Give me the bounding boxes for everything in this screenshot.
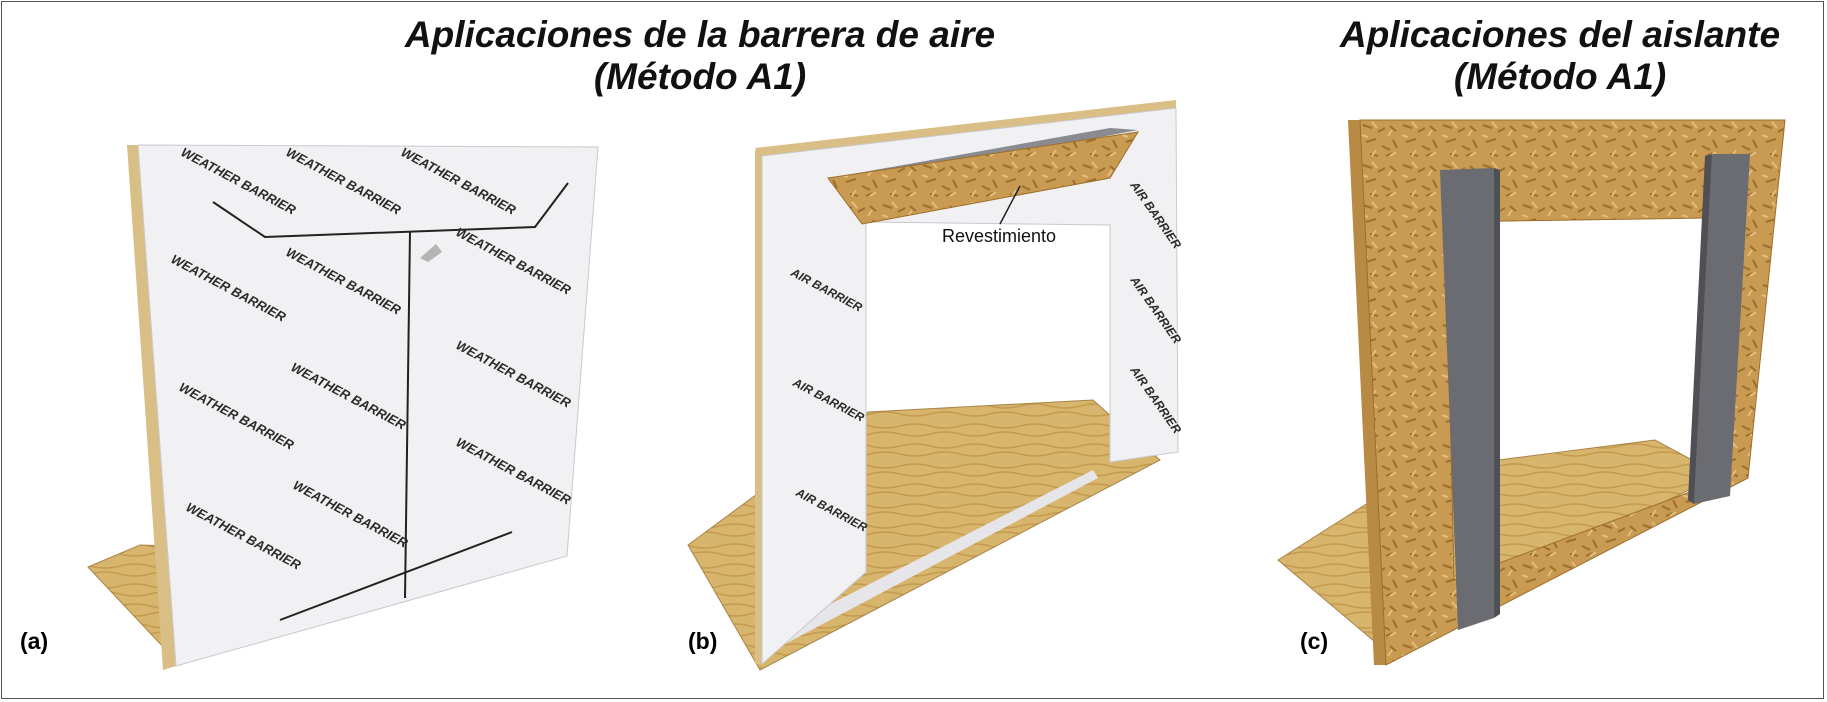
air-barrier-heading-line2: (Método A1) (593, 56, 807, 97)
panel-a-seam-top (212, 182, 569, 239)
panel-b-floor-wrap-strip (760, 470, 1098, 652)
panel-c-wall-edge (1348, 120, 1386, 665)
panel-b-illustration: AIR BARRIER AIR BARRIER AIR BARRIER AIR … (687, 100, 1184, 671)
panel-a-tape-mark (420, 244, 442, 262)
panel-b-header-face (827, 131, 1139, 225)
panel-a-seam-vertical (404, 230, 411, 599)
panel-c-insulation-right-side (1688, 154, 1712, 504)
air-barrier-heading: Aplicaciones de la barrera de aire (Méto… (400, 14, 1000, 98)
panel-a-wall-edge (127, 145, 176, 670)
sheathing-callout-label: Revestimiento (942, 226, 1057, 246)
panel-c-illustration (1277, 119, 1786, 666)
insulation-heading: Aplicaciones del aislante (Método A1) (1325, 14, 1795, 98)
panel-c-insulation-left-face (1440, 168, 1494, 630)
panel-b-wall-edge (755, 150, 762, 664)
panel-c-insulation-right-face (1694, 154, 1750, 504)
panel-b-wall-top-edge (755, 100, 1176, 156)
panel-b-label: (b) (688, 628, 718, 654)
panel-a-illustration: WEATHER BARRIER WEATHER BARRIER WEATHER … (87, 144, 599, 670)
insulation-heading-line1: Aplicaciones del aislante (1339, 14, 1781, 55)
insulation-heading-line2: (Método A1) (1453, 56, 1667, 97)
panel-c-label: (c) (1300, 628, 1329, 654)
panel-c-insulation-left-side (1494, 168, 1500, 618)
panel-b-callout-line (999, 185, 1021, 225)
panel-b-wrap-sheet (761, 107, 1179, 666)
panel-a-label: (a) (20, 628, 49, 654)
panel-a-seam-bottom (279, 531, 513, 621)
panel-a-wrap-sheet (137, 144, 599, 667)
air-barrier-heading-line1: Aplicaciones de la barrera de aire (404, 14, 996, 55)
